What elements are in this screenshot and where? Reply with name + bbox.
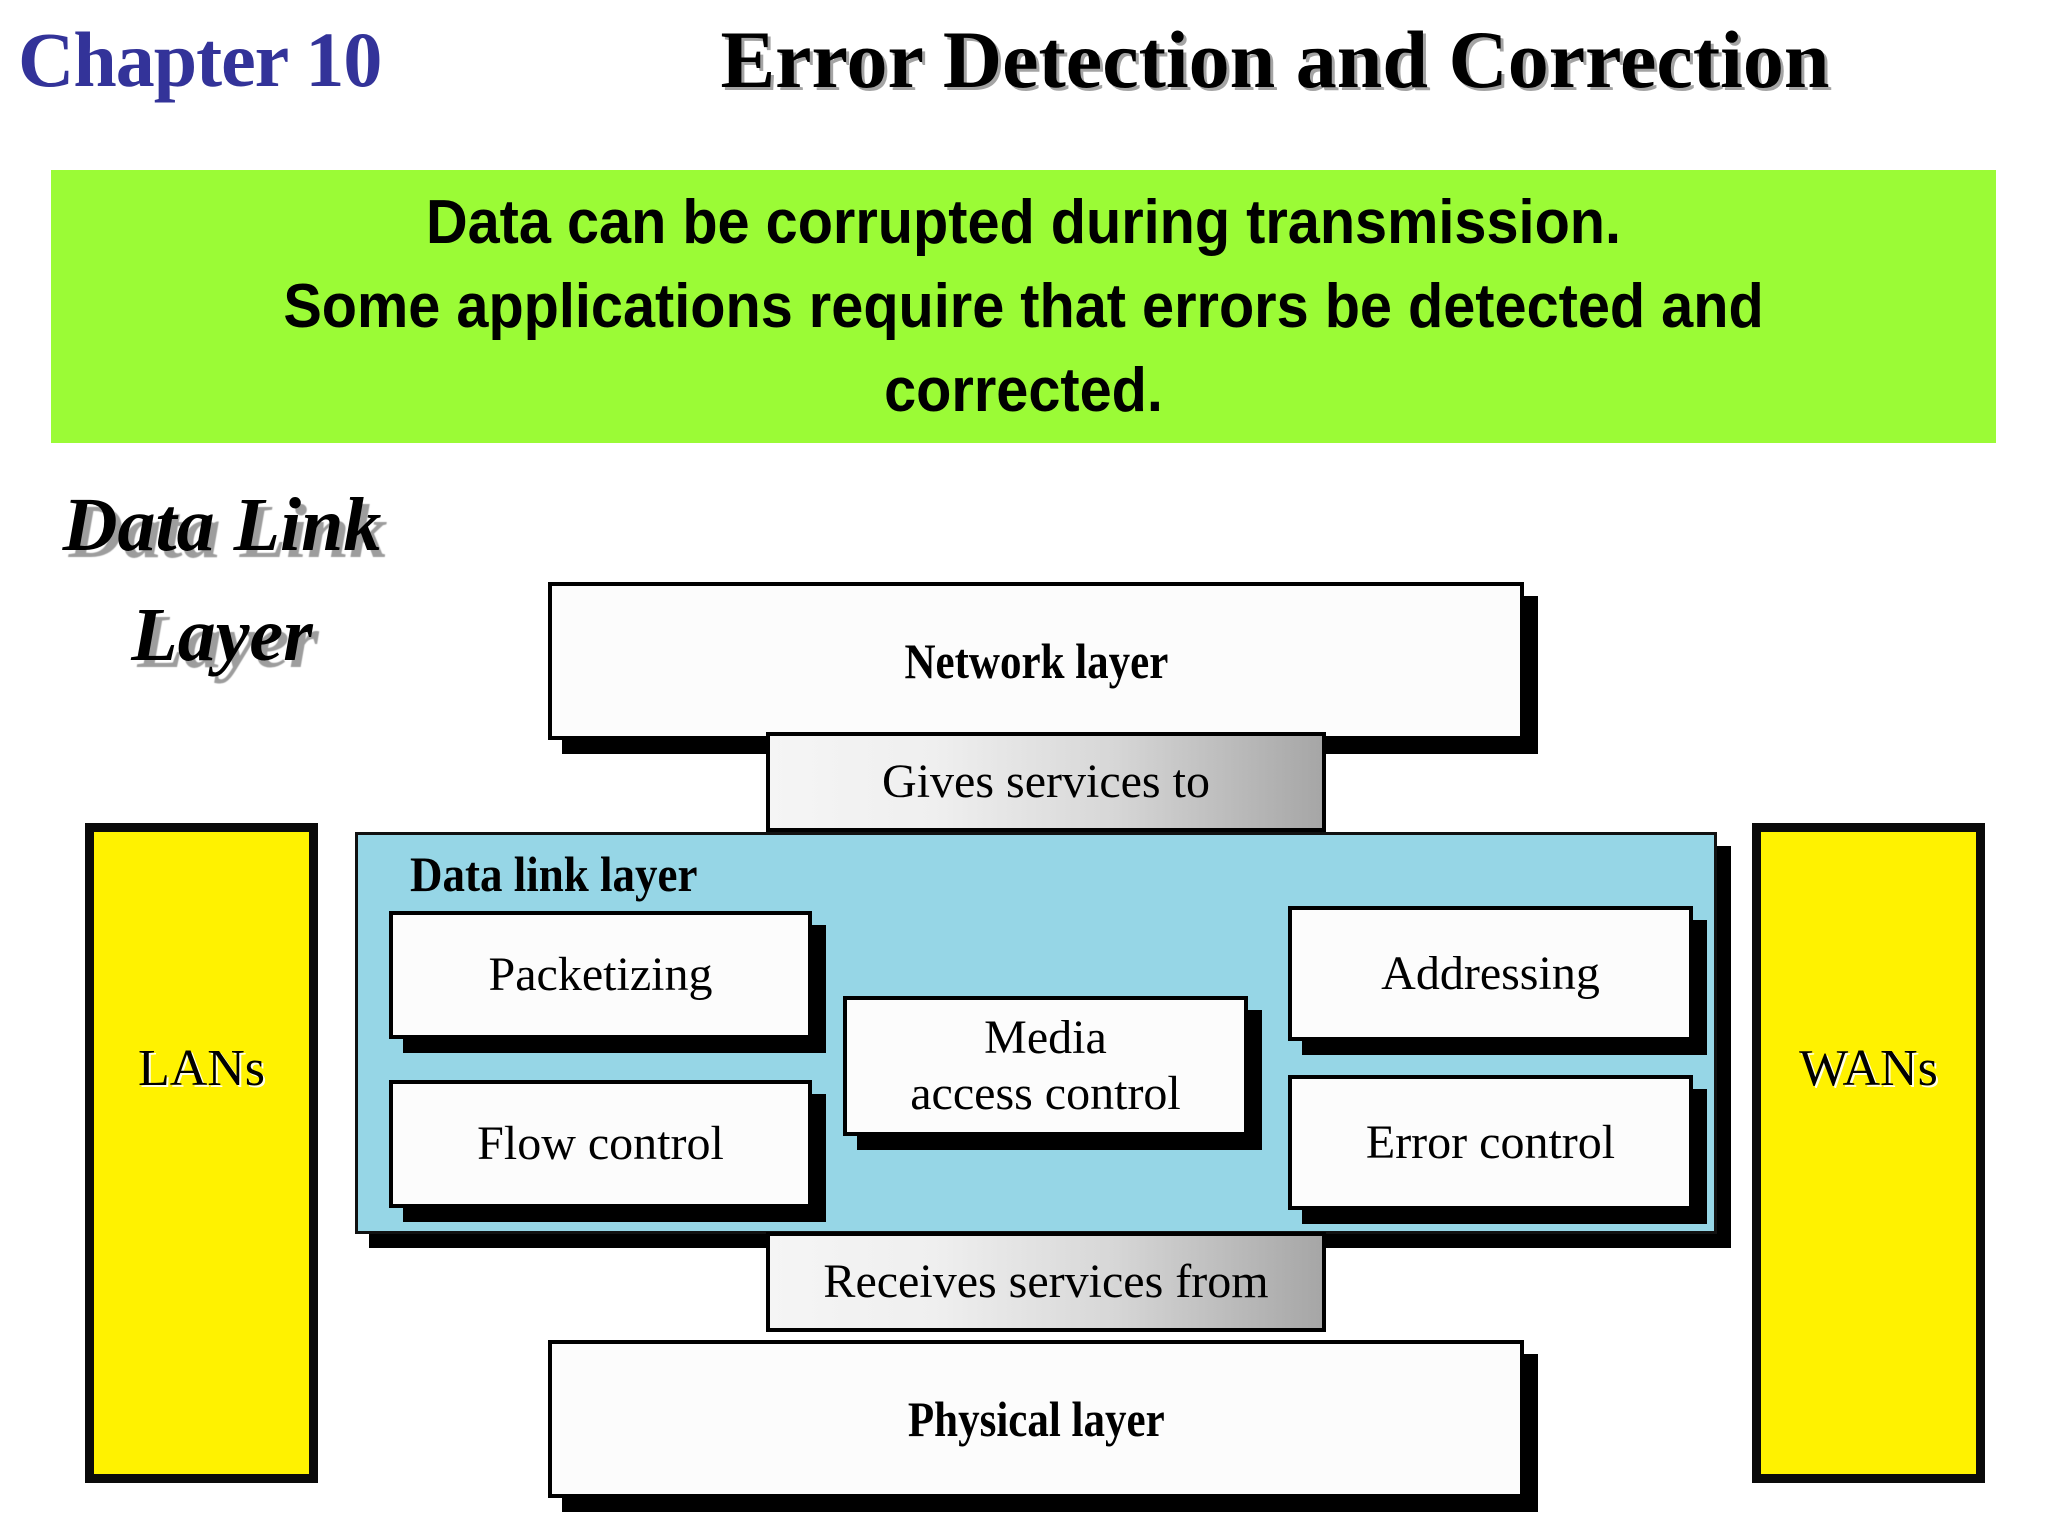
data-link-layer-title: Data link layer — [410, 846, 698, 902]
wans-panel: WANs — [1752, 823, 1985, 1483]
flow-control-box: Flow control — [389, 1080, 812, 1208]
receives-services-from-label: Receives services from — [823, 1255, 1269, 1308]
receives-services-from-connector: Receives services from — [766, 1232, 1326, 1332]
flow-control-label: Flow control — [477, 1117, 724, 1170]
media-access-control-box: Media access control — [843, 996, 1248, 1136]
physical-layer-box: Physical layer — [548, 1340, 1524, 1498]
network-layer-box: Network layer — [548, 582, 1524, 740]
network-layer-label: Network layer — [904, 633, 1168, 689]
media-access-control-line-2: access control — [910, 1067, 1181, 1120]
addressing-label: Addressing — [1381, 946, 1600, 1000]
data-link-layer-caption: Data Link Layer — [22, 470, 422, 690]
gives-services-to-connector: Gives services to — [766, 732, 1326, 832]
media-access-control-label: Media access control — [910, 1010, 1181, 1122]
addressing-box: Addressing — [1288, 906, 1693, 1041]
physical-layer-label: Physical layer — [907, 1391, 1165, 1447]
banner-line-3: corrected. — [884, 355, 1163, 425]
caption-line-2: Layer — [131, 593, 313, 677]
caption-line-1: Data Link — [62, 483, 382, 567]
lans-panel: LANs — [85, 823, 318, 1483]
highlight-banner-text: Data can be corrupted during transmissio… — [119, 181, 1928, 433]
gives-services-to-label: Gives services to — [882, 755, 1210, 808]
packetizing-box: Packetizing — [389, 911, 812, 1039]
error-control-box: Error control — [1288, 1075, 1693, 1210]
media-access-control-line-1: Media — [984, 1011, 1107, 1064]
highlight-banner: Data can be corrupted during transmissio… — [51, 170, 1996, 443]
wans-label: WANs — [1799, 1040, 1938, 1097]
chapter-label: Chapter 10 — [18, 16, 382, 103]
banner-line-1: Data can be corrupted during transmissio… — [425, 187, 1622, 257]
packetizing-label: Packetizing — [488, 948, 713, 1001]
page-title: Error Detection and Correction — [720, 14, 1830, 105]
lans-label: LANs — [137, 1040, 266, 1097]
error-control-label: Error control — [1365, 1115, 1616, 1169]
banner-line-2: Some applications require that errors be… — [283, 271, 1764, 341]
